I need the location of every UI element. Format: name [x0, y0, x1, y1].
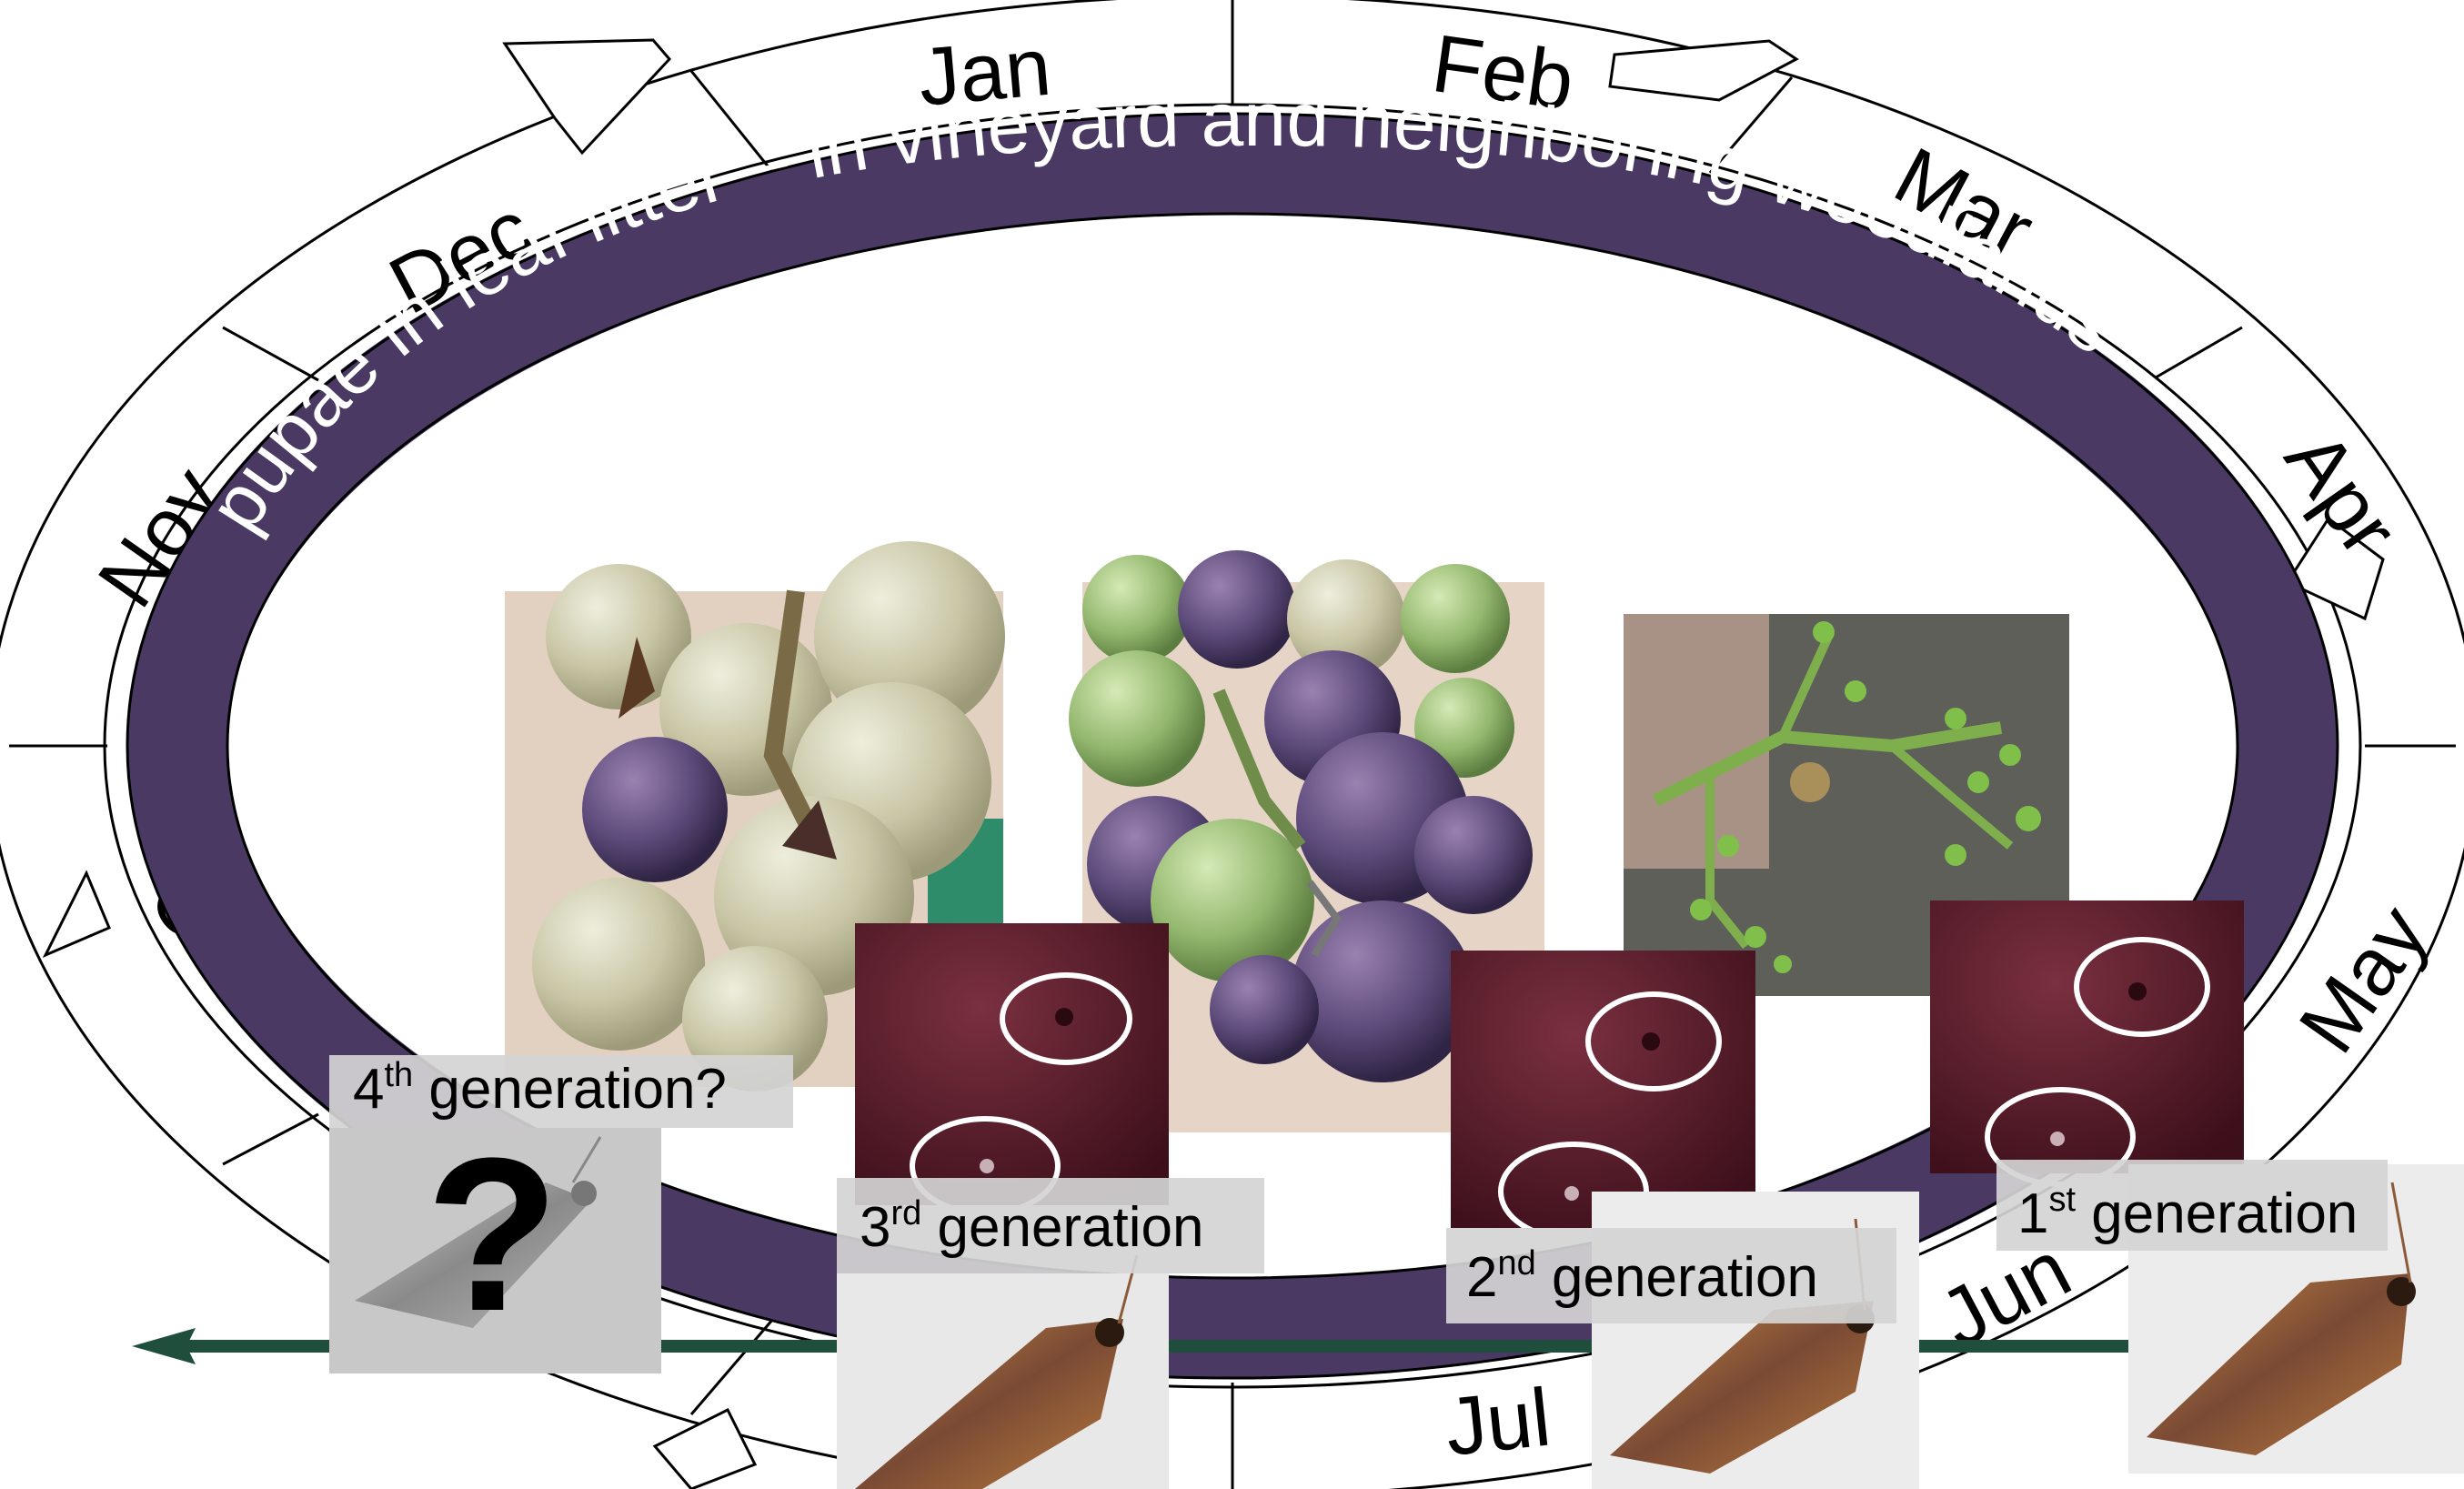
question-mark-icon: ?: [426, 1112, 559, 1356]
egg-photo-gen1: [1930, 900, 2244, 1184]
month-may: May: [2282, 890, 2445, 1069]
egg-photo-gen3: [855, 923, 1169, 1213]
generation-label-3: 3rd generation: [837, 1178, 1264, 1273]
moth-photo-gen3: [837, 1255, 1169, 1489]
month-apr: Apr: [2268, 415, 2415, 571]
month-jul: Jul: [1442, 1373, 1555, 1474]
generation-label-4: 4th generation?: [329, 1055, 793, 1128]
generation-label-2: 2nd generation: [1446, 1228, 1896, 1323]
generation-label-1: 1st generation: [1996, 1160, 2388, 1251]
